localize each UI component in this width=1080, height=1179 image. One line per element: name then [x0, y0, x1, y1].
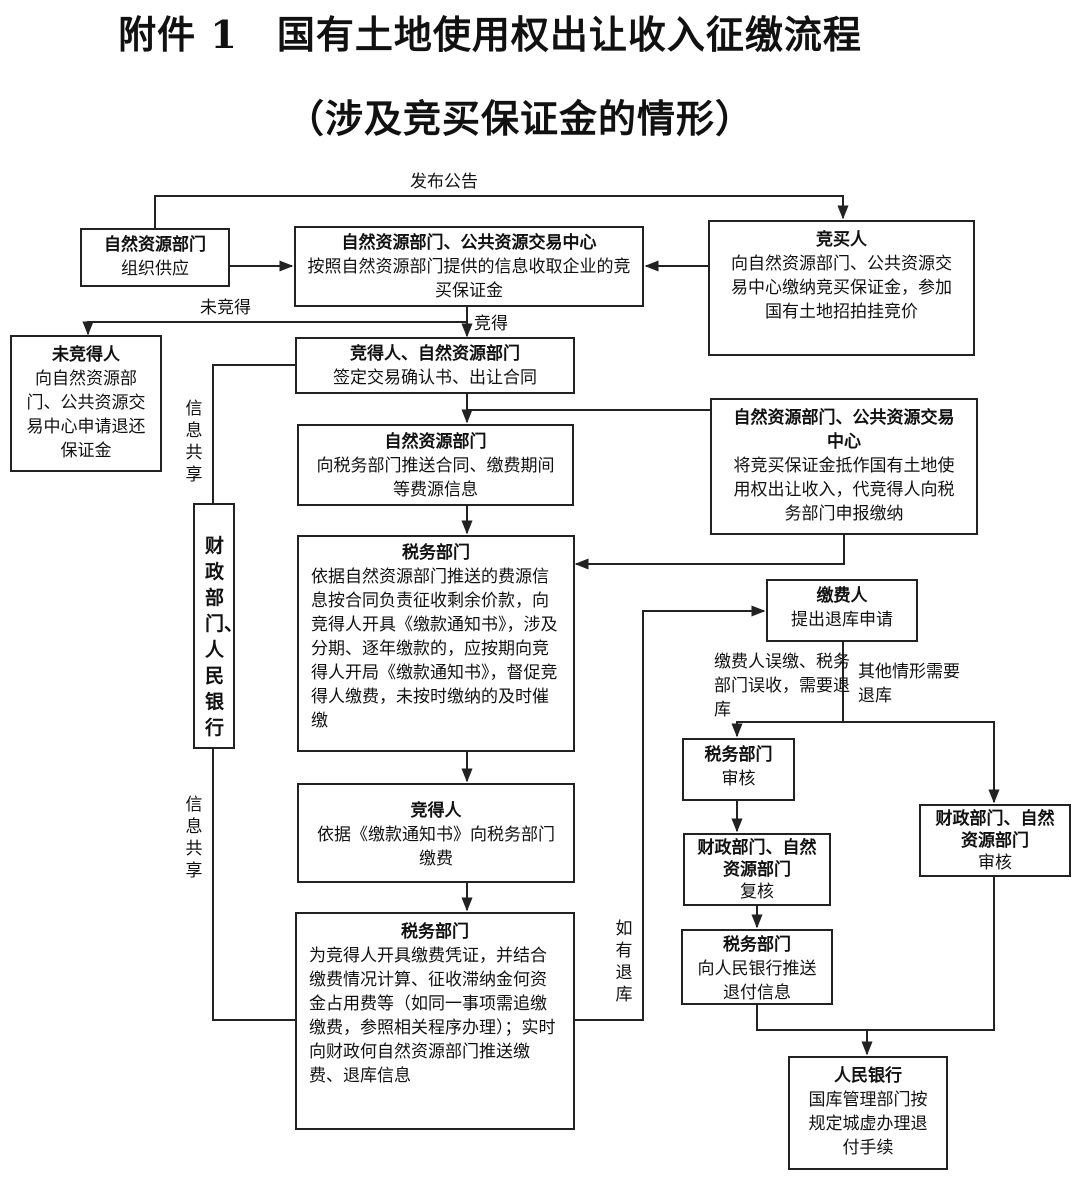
box-supply-body: 组织供应 — [121, 259, 189, 279]
connector-to-tax-review — [731, 721, 843, 738]
label-refund-other: 其他情形需要退库 — [858, 662, 960, 706]
document-title: 附件 1 国有土地使用权出让收入征缴流程 — [118, 12, 862, 57]
box-pboc-body: 国库管理部门按规定城虚办理退付手续 — [808, 1090, 928, 1158]
connector-not-won — [82, 321, 467, 336]
box-push-title: 自然资源部门 — [384, 432, 487, 452]
label-if-refund: 如有退库 — [615, 919, 633, 1005]
box-fin-recheck-title: 财政部门、自然资源部门 — [697, 838, 817, 880]
box-bidder-body: 向自然资源部门、公共资源交易中心缴纳竞买保证金，参加国有土地招拍挂竞价 — [731, 254, 952, 322]
box-tax-push-refund: 税务部门 向人民银行推送退付信息 — [681, 929, 833, 1005]
box-tax-voucher: 税务部门 为竞得人开具缴费凭证，并结合缴费情况计算、征收滞纳金何资金占用费等（如… — [295, 912, 575, 1130]
box-tax-collect: 税务部门 依据自然资源部门推送的费源信息按合同负责征收剩余价款，向竞得人开具《缴… — [297, 535, 575, 752]
connector-finreview-pboc — [867, 876, 995, 1031]
label-info-share-2: 信息共享 — [185, 795, 203, 881]
box-offset-body: 将竞买保证金抵作国有土地使用权出让收入，代竞得人向税务部门申报缴纳 — [733, 456, 955, 524]
label-not-won: 未竞得 — [200, 298, 251, 318]
connector-pushrefund-pboc — [756, 1004, 873, 1056]
connector-offset-tax — [574, 535, 845, 570]
box-collect-body: 按照自然资源部门提供的信息收取企业的竞买保证金 — [307, 257, 631, 301]
box-tax-push-refund-title: 税务部门 — [723, 935, 791, 955]
box-fin-review-title: 财政部门、自然资源部门 — [935, 809, 1055, 851]
box-collect: 自然资源部门、公共资源交易中心 按照自然资源部门提供的信息收取企业的竞买保证金 — [294, 226, 644, 307]
box-push-body: 向税务部门推送合同、缴费期间等费源信息 — [316, 456, 555, 500]
box-offset: 自然资源部门、公共资源交易中心 将竞买保证金抵作国有土地使用权出让收入，代竞得人… — [710, 398, 978, 535]
box-push: 自然资源部门 向税务部门推送合同、缴费期间等费源信息 — [297, 424, 574, 506]
box-sign: 竞得人、自然资源部门 签定交易确认书、出让合同 — [295, 337, 575, 394]
box-pboc-title: 人民银行 — [834, 1066, 902, 1086]
box-tax-collect-body: 依据自然资源部门推送的费源信息按合同负责征收剩余价款，向竞得人开具《缴款通知书》… — [311, 567, 558, 731]
box-loser-body: 向自然资源部门、公共资源交易中心申请退还保证金 — [26, 369, 146, 461]
box-fin-recheck-body: 复核 — [740, 882, 774, 902]
box-loser: 未竞得人 向自然资源部门、公共资源交易中心申请退还保证金 — [10, 335, 162, 472]
box-loser-title: 未竞得人 — [52, 345, 120, 365]
box-collect-title: 自然资源部门、公共资源交易中心 — [341, 233, 597, 253]
label-refund-error: 缴费人误缴、税务部门误收，需要退库 — [714, 652, 850, 720]
box-fin-review: 财政部门、自然资源部门 审核 — [919, 804, 1071, 877]
box-sign-title: 竞得人、自然资源部门 — [350, 344, 520, 364]
box-offset-title: 自然资源部门、公共资源交易中心 — [733, 408, 955, 452]
connector-to-fin-review — [843, 721, 1000, 804]
box-tax-push-refund-body: 向人民银行推送退付信息 — [697, 959, 817, 1003]
box-supply: 自然资源部门 组织供应 — [80, 228, 230, 287]
box-tax-review: 税务部门 审核 — [682, 738, 795, 801]
label-won: 竞得 — [474, 314, 508, 334]
box-bidder: 竞买人 向自然资源部门、公共资源交易中心缴纳竞买保证金，参加国有土地招拍挂竞价 — [708, 220, 975, 356]
box-tax-voucher-title: 税务部门 — [401, 922, 469, 942]
box-tax-review-title: 税务部门 — [704, 745, 773, 765]
box-fin-review-body: 审核 — [978, 853, 1012, 873]
box-finance-bank: 财政部门、人民银行 — [193, 503, 243, 749]
box-winner-pay-title: 竞得人 — [410, 801, 462, 821]
box-winner-pay-body: 依据《缴款通知书》向税务部门缴费 — [317, 825, 555, 869]
box-sign-body: 签定交易确认书、出让合同 — [333, 368, 537, 388]
box-tax-voucher-body: 为竞得人开具缴费凭证，并结合缴费情况计算、征收滞纳金何资金占用费等（如同一事项需… — [309, 946, 556, 1086]
box-supply-title: 自然资源部门 — [104, 235, 206, 255]
box-payer: 缴费人 提出退库申请 — [766, 579, 918, 642]
label-publish: 发布公告 — [410, 172, 478, 192]
connector-if-refund — [575, 605, 766, 1021]
box-pboc: 人民银行 国库管理部门按规定城虚办理退付手续 — [788, 1056, 948, 1170]
label-info-share-1: 信息共享 — [185, 399, 203, 485]
box-tax-collect-title: 税务部门 — [402, 543, 470, 563]
connector-publish — [154, 195, 849, 228]
box-winner-pay: 竞得人 依据《缴款通知书》向税务部门缴费 — [297, 783, 575, 883]
box-fin-recheck: 财政部门、自然资源部门 复核 — [683, 833, 831, 906]
box-payer-title: 缴费人 — [816, 586, 868, 606]
box-payer-body: 提出退库申请 — [791, 610, 893, 630]
document-subtitle: （涉及竞买保证金的情形） — [285, 96, 754, 141]
box-bidder-title: 竞买人 — [816, 230, 867, 250]
box-tax-review-body: 审核 — [721, 769, 756, 789]
